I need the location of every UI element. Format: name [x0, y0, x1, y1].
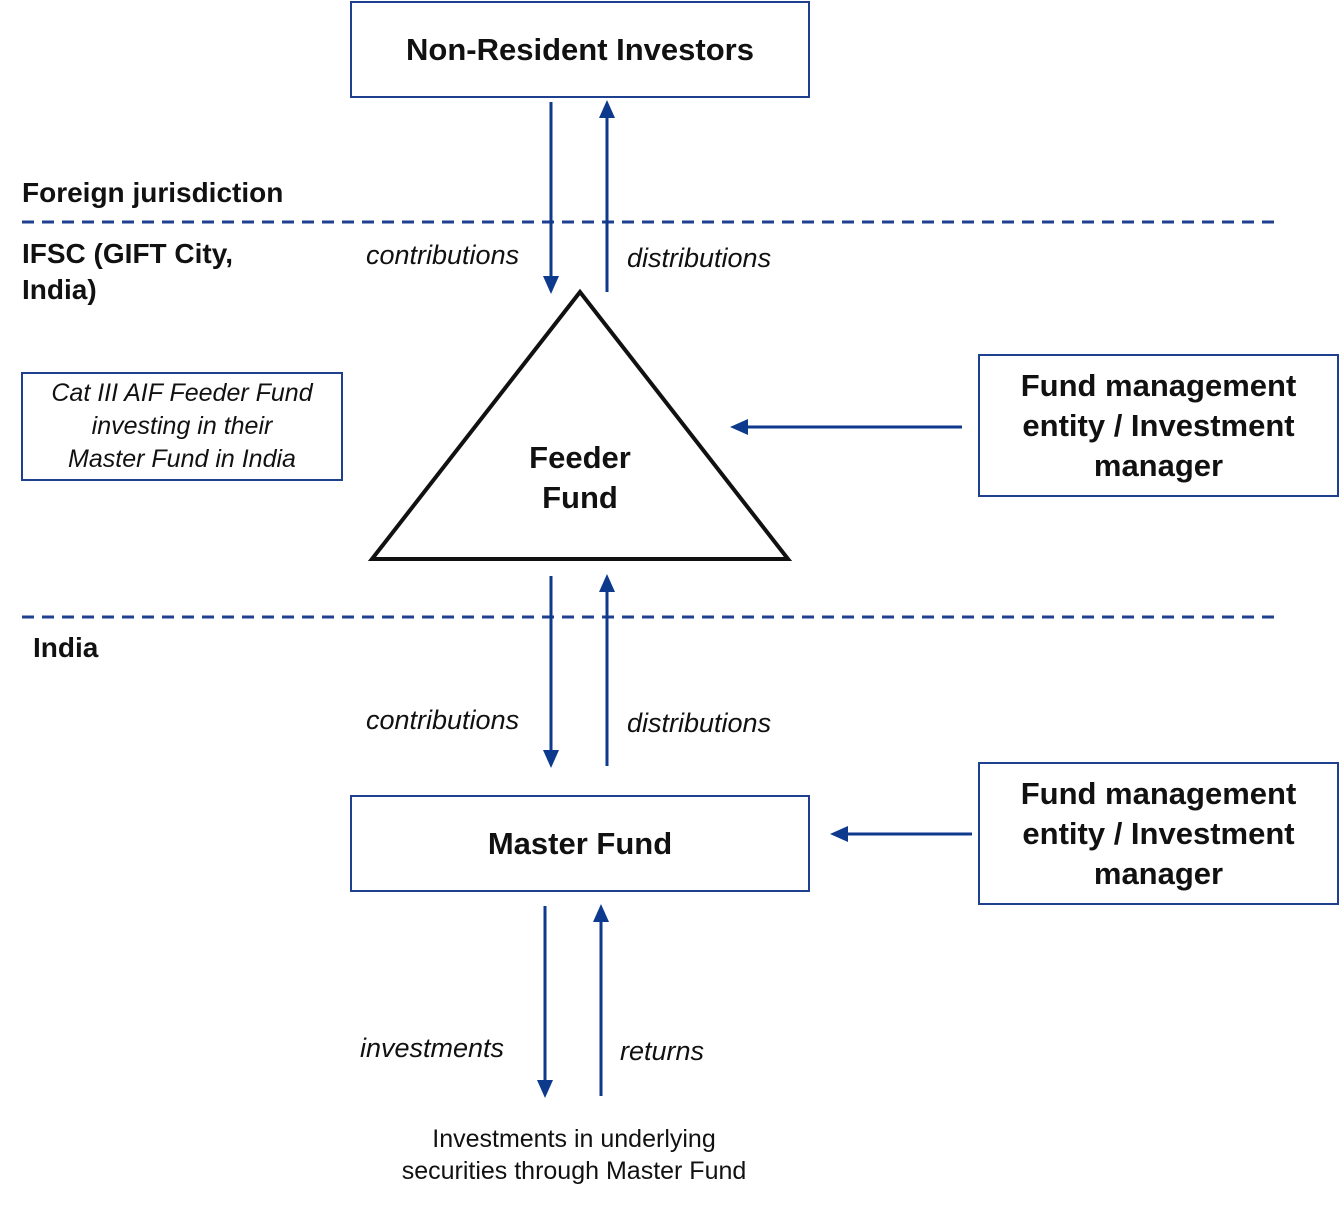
- fund-manager-top-line-3: manager: [1093, 447, 1224, 483]
- feeder-fund-label: Feeder Fund: [480, 438, 680, 518]
- note-line-2: investing in their: [91, 412, 273, 440]
- note-line-1: Cat III AIF Feeder Fund: [51, 379, 313, 407]
- arrowhead-returns: [593, 904, 609, 922]
- fund-manager-top-line-1: Fund management: [1020, 367, 1297, 403]
- arrowhead-manager-to-feeder: [730, 419, 748, 435]
- arrowhead-manager-to-master: [830, 826, 848, 842]
- region-foreign-jurisdiction: Foreign jurisdiction: [22, 177, 284, 208]
- investments-label: investments: [360, 1033, 505, 1063]
- feeder-fund-triangle: [367, 288, 793, 561]
- master-fund-box: Master Fund: [350, 795, 810, 892]
- upper-distributions-label: distributions: [627, 243, 772, 273]
- feeder-fund-line-1: Feeder: [529, 440, 631, 475]
- lower-contributions-label: contributions: [366, 705, 520, 735]
- fund-manager-bottom-line-2: entity / Investment: [1022, 815, 1295, 851]
- upper-contributions-label: contributions: [366, 240, 520, 270]
- arrowhead-distributions-to-investors: [599, 100, 615, 118]
- feeder-fund-line-2: Fund: [542, 480, 618, 515]
- arrowhead-contributions-to-feeder: [543, 276, 559, 294]
- region-ifsc-line2: India): [22, 274, 97, 305]
- fund-manager-top-line-2: entity / Investment: [1022, 407, 1295, 443]
- feeder-fund-note-box: Cat III AIF Feeder Fund investing in the…: [21, 372, 343, 481]
- fund-manager-top-box: Fund management entity / Investment mana…: [978, 354, 1339, 497]
- arrowhead-contributions-to-master: [543, 750, 559, 768]
- fund-manager-bottom-line-1: Fund management: [1020, 775, 1297, 811]
- arrowhead-investments: [537, 1080, 553, 1098]
- master-fund-label: Master Fund: [487, 825, 673, 861]
- fund-manager-bottom-box: Fund management entity / Investment mana…: [978, 762, 1339, 905]
- fund-manager-bottom-line-3: manager: [1093, 855, 1224, 891]
- underlying-line-2: securities through Master Fund: [401, 1157, 747, 1185]
- non-resident-investors-label: Non-Resident Investors: [406, 31, 754, 67]
- lower-distributions-label: distributions: [627, 708, 772, 738]
- non-resident-investors-box: Non-Resident Investors: [350, 1, 810, 98]
- arrowhead-distributions-to-feeder: [599, 574, 615, 592]
- note-line-3: Master Fund in India: [68, 445, 296, 473]
- underlying-investments-text: Investments in underlying securities thr…: [354, 1123, 794, 1187]
- underlying-line-1: Investments in underlying: [432, 1125, 716, 1153]
- region-ifsc-line1: IFSC (GIFT City,: [22, 238, 234, 269]
- returns-label: returns: [620, 1036, 705, 1066]
- region-india: India: [33, 632, 99, 663]
